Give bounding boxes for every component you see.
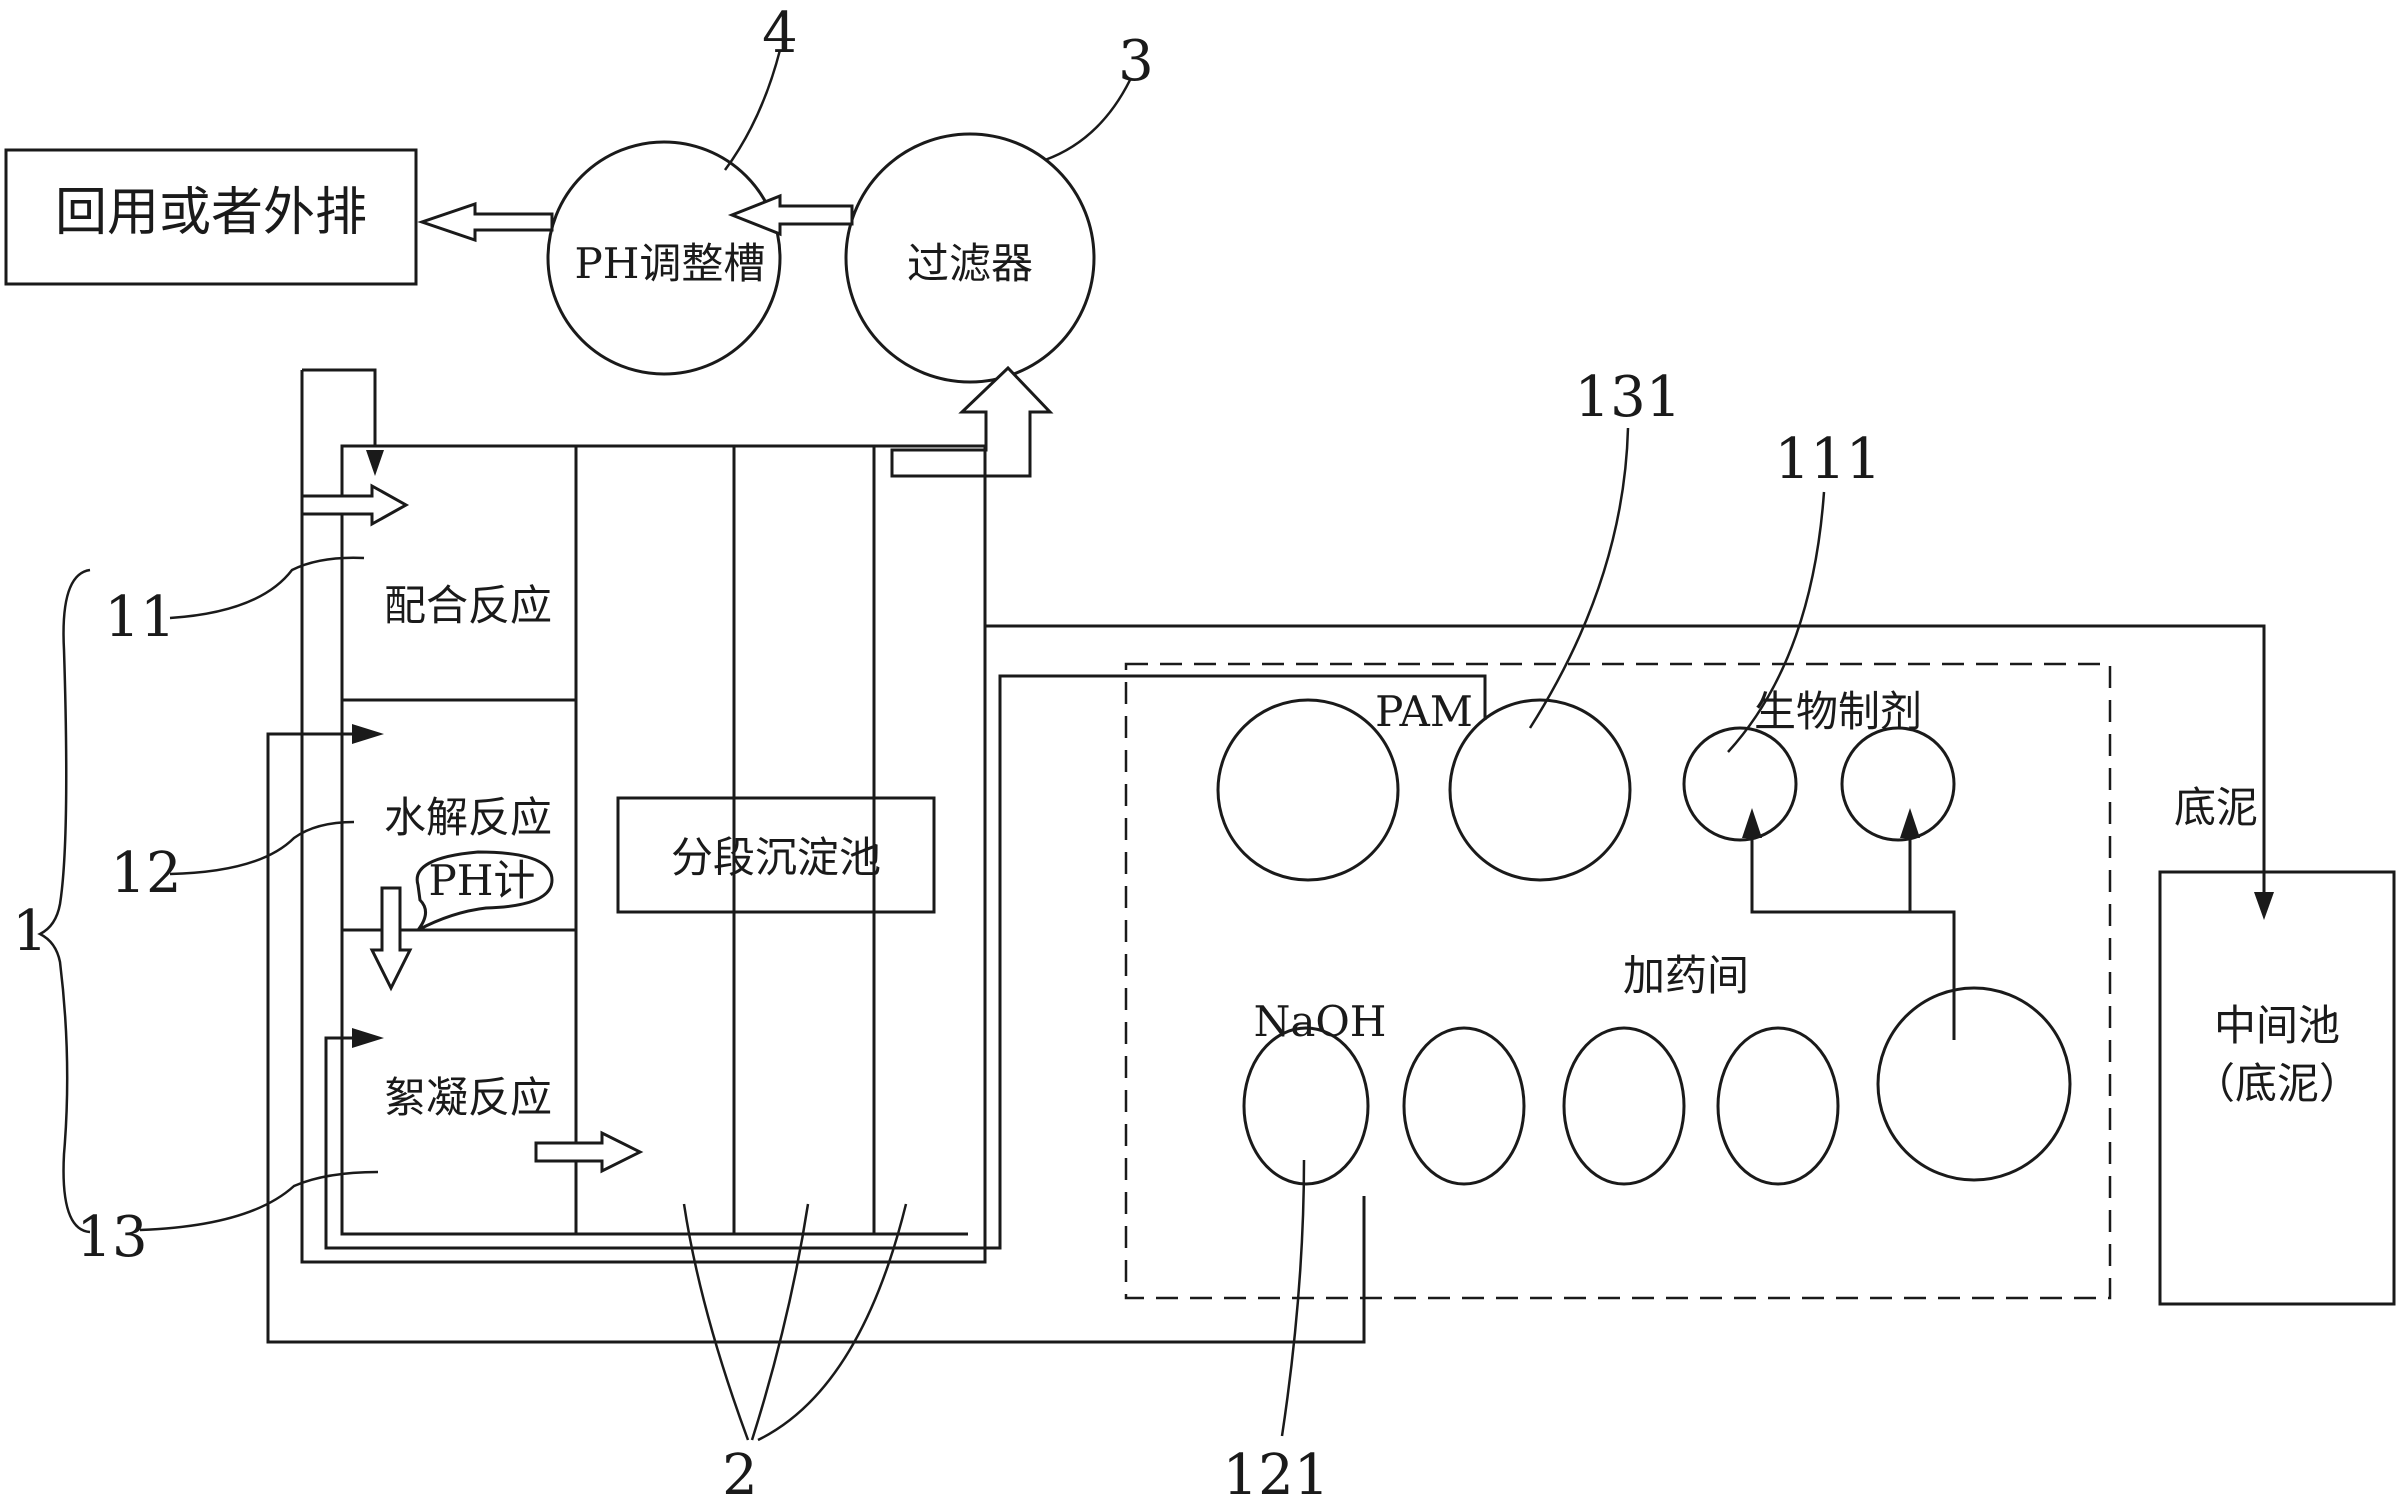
dosing-tank-7 — [1562, 1026, 1686, 1186]
brace-1 — [37, 568, 91, 1234]
complex-reaction-label: 配合反应 — [384, 581, 552, 630]
reactor-outer-frame — [300, 368, 987, 1264]
intermediate-tank-label-1: 中间池 — [2214, 1001, 2340, 1050]
bio-arrow-1 — [1742, 808, 1762, 838]
bio-agent-tank-1 — [1682, 726, 1798, 842]
dosing-tank-1 — [1216, 698, 1400, 882]
arrow-hydrolysis-down — [369, 886, 413, 992]
intermediate-tank — [2158, 870, 2396, 1306]
dosing-tank-8 — [1716, 1026, 1840, 1186]
ph-meter-bubble — [415, 850, 554, 932]
naoh-label: NaOH — [1254, 997, 1387, 1046]
mixing-tank — [1876, 986, 2072, 1182]
dosing-room-label: 加药间 — [1623, 951, 1749, 1000]
naoh-tank — [1242, 1026, 1370, 1186]
arrow-sediment-to-filter — [890, 365, 1054, 478]
naoh-feed-line — [266, 732, 1366, 1344]
ref-131: 131 — [1575, 365, 1682, 430]
bio-agent-tank-2 — [1840, 726, 1956, 842]
ph-tank-label: PH调整槽 — [575, 239, 766, 288]
leader-111 — [1727, 491, 1826, 753]
bio-agent-label: 生物制剂 — [1754, 687, 1922, 736]
ref-121: 121 — [1223, 1443, 1330, 1504]
sedimentation-label: 分段沉淀池 — [671, 833, 881, 882]
pam-label: PAM — [1375, 687, 1473, 736]
ref-4: 4 — [762, 1, 798, 66]
leader-3 — [1044, 79, 1132, 162]
pam-feed-arrow — [352, 1028, 384, 1048]
ph-meter-label: PH计 — [429, 856, 536, 905]
leader-11 — [169, 556, 365, 620]
leader-4 — [723, 49, 782, 171]
bio-arrow-2 — [1900, 808, 1920, 838]
output-box — [4, 148, 418, 286]
sludge-line — [985, 624, 2266, 898]
leader-2 — [682, 1203, 908, 1442]
hydrolysis-reaction-label: 水解反应 — [384, 793, 552, 842]
naoh-feed-arrow — [352, 724, 384, 744]
output-label: 回用或者外排 — [55, 183, 367, 243]
arrow-filter-to-ph — [727, 193, 854, 237]
sludge-arrow — [2254, 892, 2274, 920]
leader-131 — [1528, 427, 1630, 729]
ref-11: 11 — [104, 585, 175, 650]
pam-tank — [1448, 698, 1632, 882]
leader-12 — [169, 820, 355, 876]
entry-arrow-down — [366, 450, 384, 476]
intermediate-tank-label-2: （底泥） — [2193, 1059, 2361, 1108]
ref-111: 111 — [1775, 427, 1882, 492]
arrow-floc-to-sediment — [534, 1130, 644, 1174]
flocculation-reaction-label: 絮凝反应 — [384, 1073, 552, 1122]
ref-1: 1 — [12, 899, 48, 964]
ref-12: 12 — [110, 841, 181, 906]
sedimentation-label-box — [616, 796, 936, 914]
ref-13: 13 — [76, 1205, 147, 1270]
bio-agent-feed-lines — [1750, 836, 1956, 1040]
dosing-tank-6 — [1402, 1026, 1526, 1186]
filter-circle — [844, 132, 1096, 384]
ph-tank-circle — [546, 140, 782, 376]
leader-121 — [1280, 1159, 1306, 1437]
sludge-label: 底泥 — [2174, 783, 2258, 832]
dosing-room-boundary — [1124, 662, 2112, 1300]
arrow-ph-to-output — [417, 201, 554, 243]
filter-label: 过滤器 — [907, 239, 1033, 288]
leader-13 — [139, 1170, 379, 1232]
ref-2: 2 — [722, 1443, 758, 1504]
ref-3: 3 — [1118, 29, 1154, 94]
inflow-hollow-arrow — [300, 483, 410, 527]
pam-feed-line — [324, 674, 1487, 1250]
